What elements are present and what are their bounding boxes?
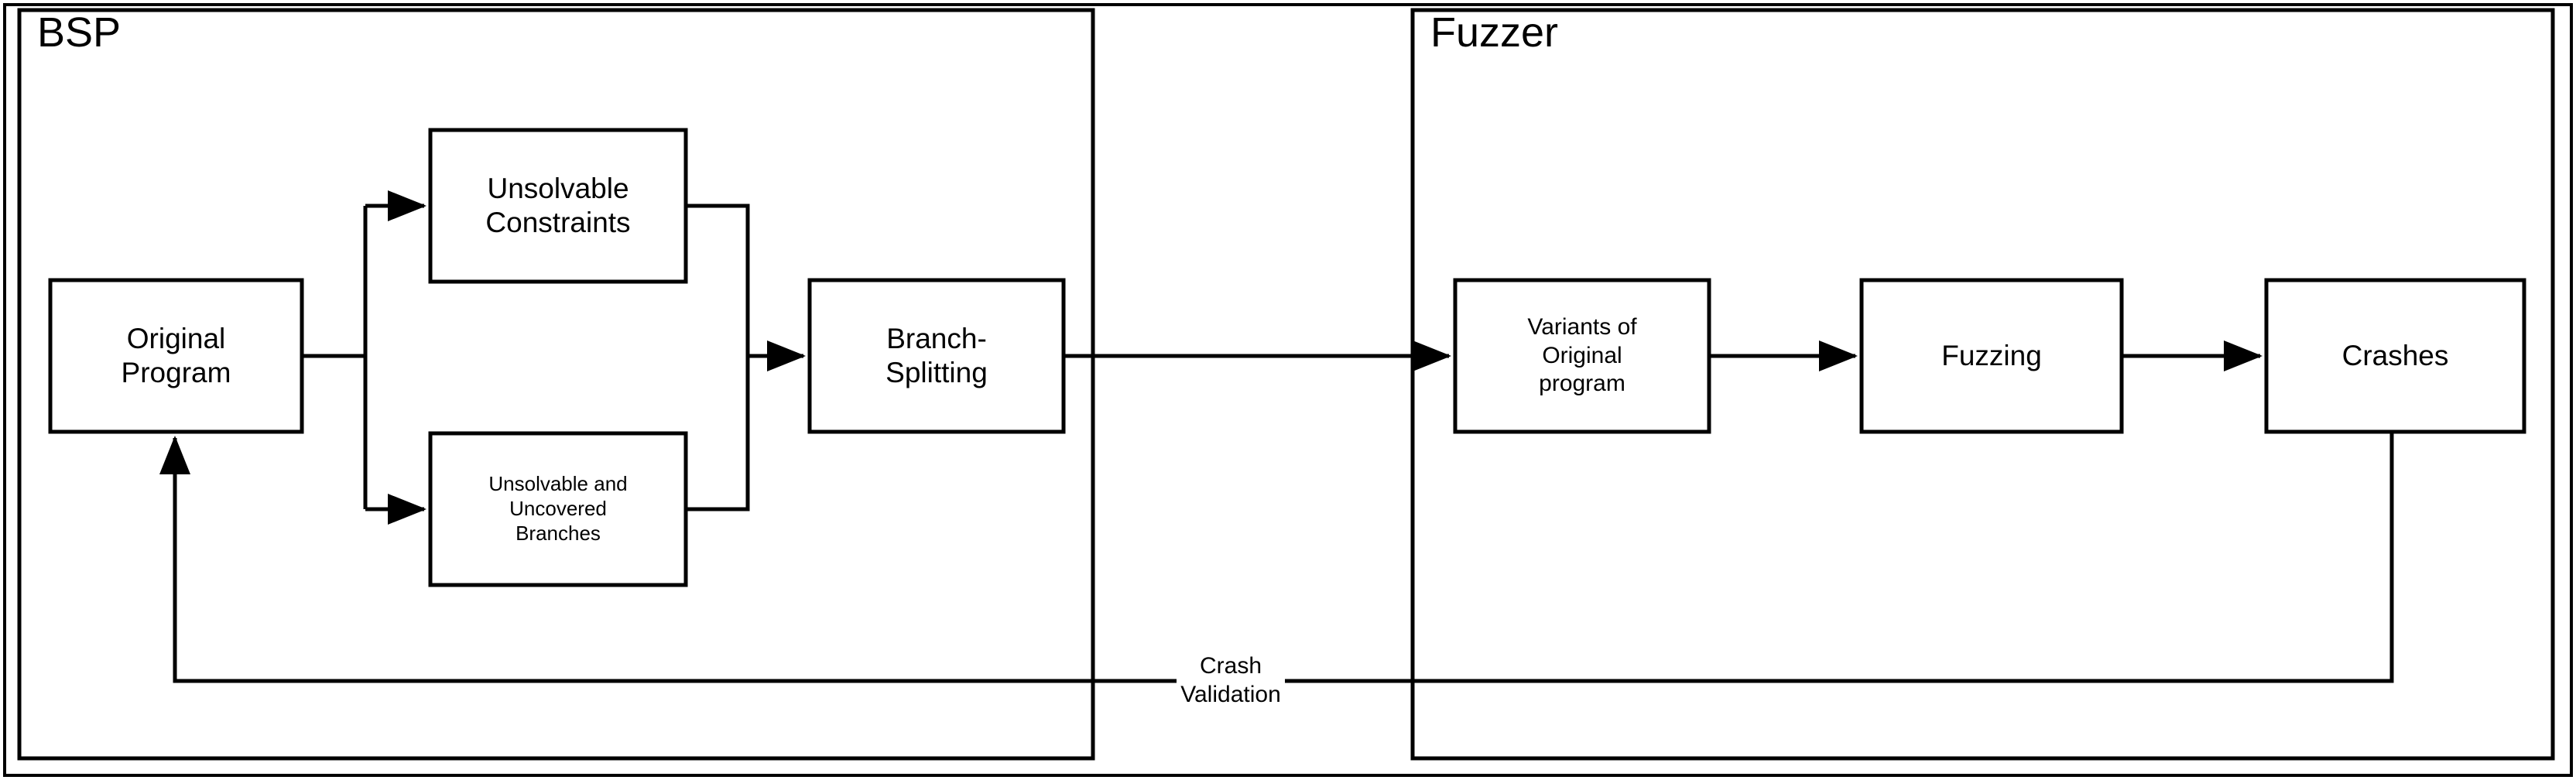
node-box-variants-of-original-program[interactable] xyxy=(1453,278,1711,434)
fuzzer-panel xyxy=(1410,8,2555,761)
edge-unsolvable-constraints-to-merge xyxy=(686,204,750,356)
node-box-crashes[interactable] xyxy=(2264,278,2526,434)
node-box-fuzzing[interactable] xyxy=(1859,278,2124,434)
edge-crashes-feedback-right xyxy=(1283,432,2394,683)
node-box-original-program[interactable] xyxy=(48,278,304,434)
edge-uncovered-branches-to-merge xyxy=(686,356,750,511)
bsp-panel xyxy=(17,8,1095,761)
node-box-unsolvable-constraints[interactable] xyxy=(428,128,688,284)
panel-title-bsp: BSP xyxy=(37,9,122,56)
node-box-branch-splitting[interactable] xyxy=(807,278,1066,434)
edge-crashes-feedback-left xyxy=(159,435,1177,683)
node-box-unsolvable-uncovered-branches[interactable] xyxy=(428,431,688,587)
outer-frame xyxy=(3,3,2573,777)
panel-title-fuzzer: Fuzzer xyxy=(1430,9,1559,56)
